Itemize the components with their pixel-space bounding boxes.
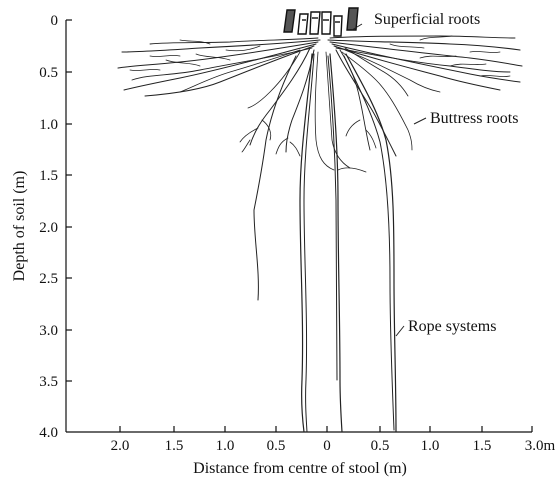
x-axis-ticks: [120, 426, 532, 432]
stool-stems: [284, 8, 358, 36]
y-axis-ticks: [66, 20, 72, 381]
x-tick-label: 0: [323, 438, 331, 454]
y-tick-label: 2.5: [39, 271, 58, 287]
x-tick-label: 1.0: [216, 438, 235, 454]
x-tick-label: 2.0: [111, 438, 130, 454]
superficial-roots-label: Superficial roots: [374, 11, 480, 28]
rope-systems-label: Rope systems: [408, 318, 496, 335]
y-tick-label: 3.5: [39, 374, 58, 390]
x-tick-label: 1.0: [421, 438, 440, 454]
y-tick-label: 3.0: [39, 323, 58, 339]
x-tick-label: 1.5: [165, 438, 184, 454]
x-tick-label: 1.5: [473, 438, 492, 454]
x-tick-label: 3.0m: [525, 438, 556, 454]
x-tick-label: 0.5: [267, 438, 286, 454]
y-tick-label: 0: [51, 13, 59, 29]
y-tick-label: 1.0: [39, 117, 58, 133]
y-axis-title: Depth of soil (m): [11, 171, 28, 282]
y-tick-label: 4.0: [39, 425, 58, 441]
y-tick-label: 0.5: [39, 65, 58, 81]
superficial-roots: [118, 36, 522, 96]
rope-systems: [254, 54, 396, 432]
annotation-leaders: [352, 24, 426, 336]
buttress-roots: [240, 48, 412, 170]
root-drawing: [118, 8, 522, 432]
x-axis-title: Distance from centre of stool (m): [193, 460, 407, 477]
x-tick-label: 0.5: [371, 438, 390, 454]
y-tick-labels: 0 0.5 1.0 1.5 2.0 2.5 3.0 3.5 4.0: [39, 13, 58, 441]
y-tick-label: 1.5: [39, 168, 58, 184]
x-tick-labels: 2.0 1.5 1.0 0.5 0 0.5 1.0 1.5 3.0m: [111, 438, 556, 454]
y-tick-label: 2.0: [39, 220, 58, 236]
buttress-roots-label: Buttress roots: [430, 110, 518, 127]
